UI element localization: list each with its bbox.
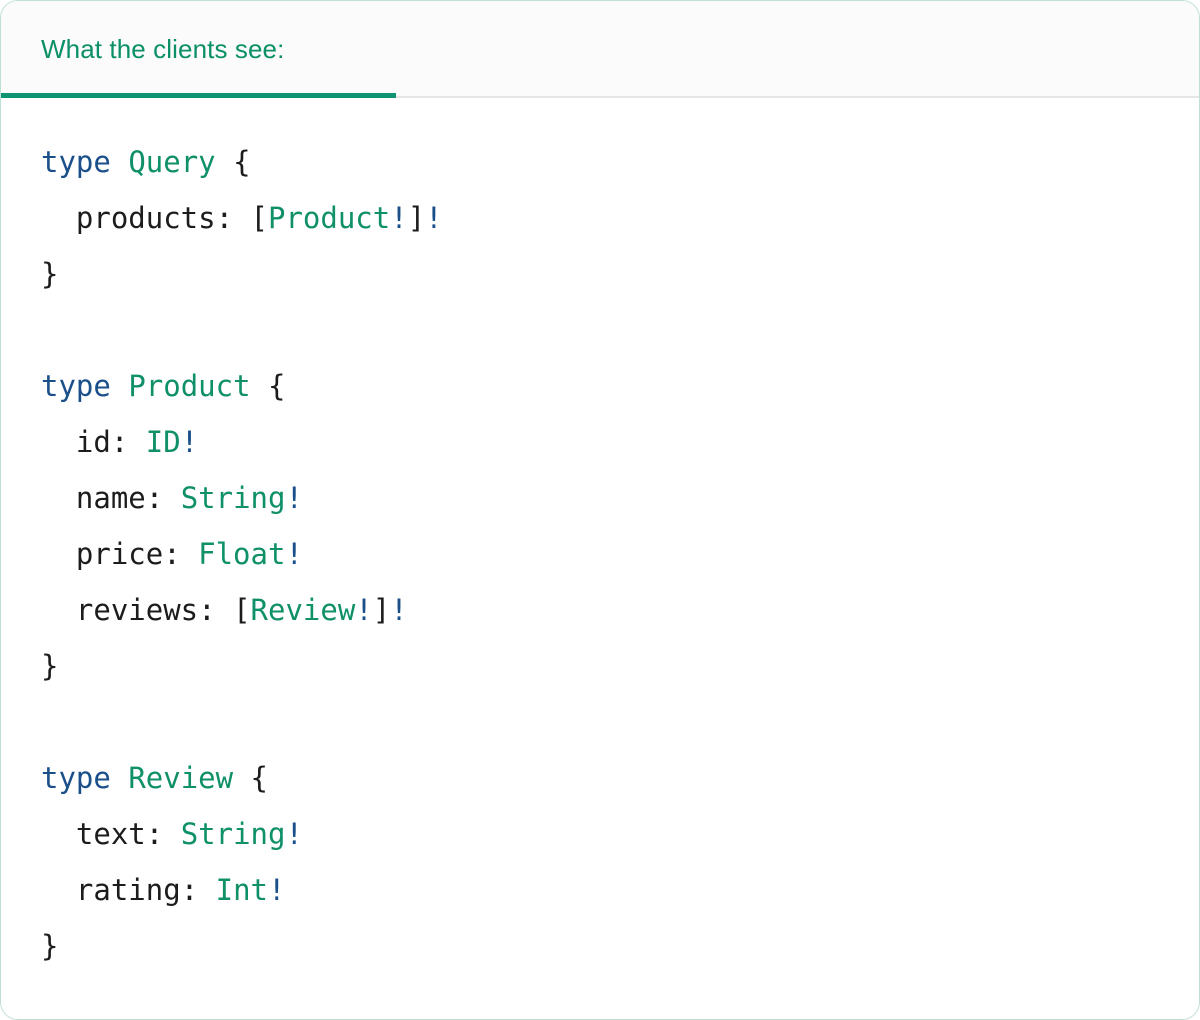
code-line: } — [41, 638, 1159, 694]
code-token-punct: } — [41, 649, 59, 683]
code-token-bang: ! — [268, 873, 286, 907]
code-token-typename: Int — [215, 873, 268, 907]
code-token-keyword: type — [41, 369, 111, 403]
code-token-bang: ! — [425, 201, 443, 235]
code-token-bang: ! — [355, 593, 373, 627]
code-line: reviews: [Review!]! — [41, 582, 1159, 638]
code-token-typename: Product — [268, 201, 391, 235]
code-token-punct: { — [250, 369, 286, 403]
code-line: type Query { — [41, 134, 1159, 190]
card-header: What the clients see: — [1, 1, 1199, 98]
code-token-punct: ] — [372, 593, 391, 627]
active-tab-underline — [1, 93, 396, 98]
code-token-punct: : — [180, 873, 216, 907]
code-token-field: reviews — [41, 593, 199, 627]
code-token-punct: } — [41, 257, 59, 291]
code-token-typename: Review — [128, 761, 234, 795]
code-token-punct: : — [110, 425, 146, 459]
header-divider — [1, 96, 1199, 98]
code-line: id: ID! — [41, 414, 1159, 470]
code-token-punct: } — [41, 929, 59, 963]
code-line: price: Float! — [41, 526, 1159, 582]
tab-label: What the clients see: — [41, 34, 285, 64]
code-token-field: name — [41, 481, 146, 515]
code-token-typename: Product — [128, 369, 251, 403]
code-token-keyword: type — [41, 145, 111, 179]
graphql-schema-code: type Query { products: [Product!]!} type… — [41, 134, 1159, 974]
code-token-punct: [ — [233, 593, 251, 627]
code-line: products: [Product!]! — [41, 190, 1159, 246]
code-token-field: rating — [41, 873, 181, 907]
code-token-bang: ! — [180, 425, 199, 459]
code-token-bang: ! — [285, 817, 303, 851]
code-token-field: text — [41, 817, 146, 851]
code-token-bang: ! — [285, 537, 303, 571]
code-token-typename: String — [180, 817, 286, 851]
code-token-typename: ID — [145, 425, 181, 459]
code-token-bang: ! — [390, 201, 408, 235]
code-token-punct: ] — [407, 201, 426, 235]
code-token-plain — [111, 369, 128, 403]
code-token-punct: { — [215, 145, 251, 179]
code-token-field: products — [41, 201, 216, 235]
code-line: text: String! — [41, 806, 1159, 862]
code-token-keyword: type — [41, 761, 111, 795]
code-line — [41, 302, 1159, 358]
code-token-punct: : — [145, 481, 181, 515]
code-token-field: price — [41, 537, 164, 571]
tab-what-the-clients-see[interactable]: What the clients see: — [1, 1, 304, 98]
code-token-plain — [111, 145, 128, 179]
code-token-punct: : — [215, 201, 251, 235]
code-token-bang: ! — [285, 481, 303, 515]
code-line — [41, 694, 1159, 750]
code-token-plain — [111, 761, 128, 795]
code-line: } — [41, 246, 1159, 302]
code-token-typename: Float — [198, 537, 286, 571]
code-token-punct: : — [198, 593, 234, 627]
code-panel: type Query { products: [Product!]!} type… — [1, 98, 1199, 1019]
code-token-punct: [ — [250, 201, 268, 235]
code-line: name: String! — [41, 470, 1159, 526]
code-token-typename: String — [180, 481, 286, 515]
code-token-punct: { — [233, 761, 268, 795]
code-token-punct: : — [145, 817, 181, 851]
code-token-punct: : — [163, 537, 199, 571]
code-token-field: id — [41, 425, 111, 459]
code-line: type Review { — [41, 750, 1159, 806]
code-token-typename: Query — [128, 145, 216, 179]
code-token-bang: ! — [390, 593, 408, 627]
code-token-typename: Review — [250, 593, 356, 627]
code-line: } — [41, 918, 1159, 974]
code-line: type Product { — [41, 358, 1159, 414]
code-line: rating: Int! — [41, 862, 1159, 918]
